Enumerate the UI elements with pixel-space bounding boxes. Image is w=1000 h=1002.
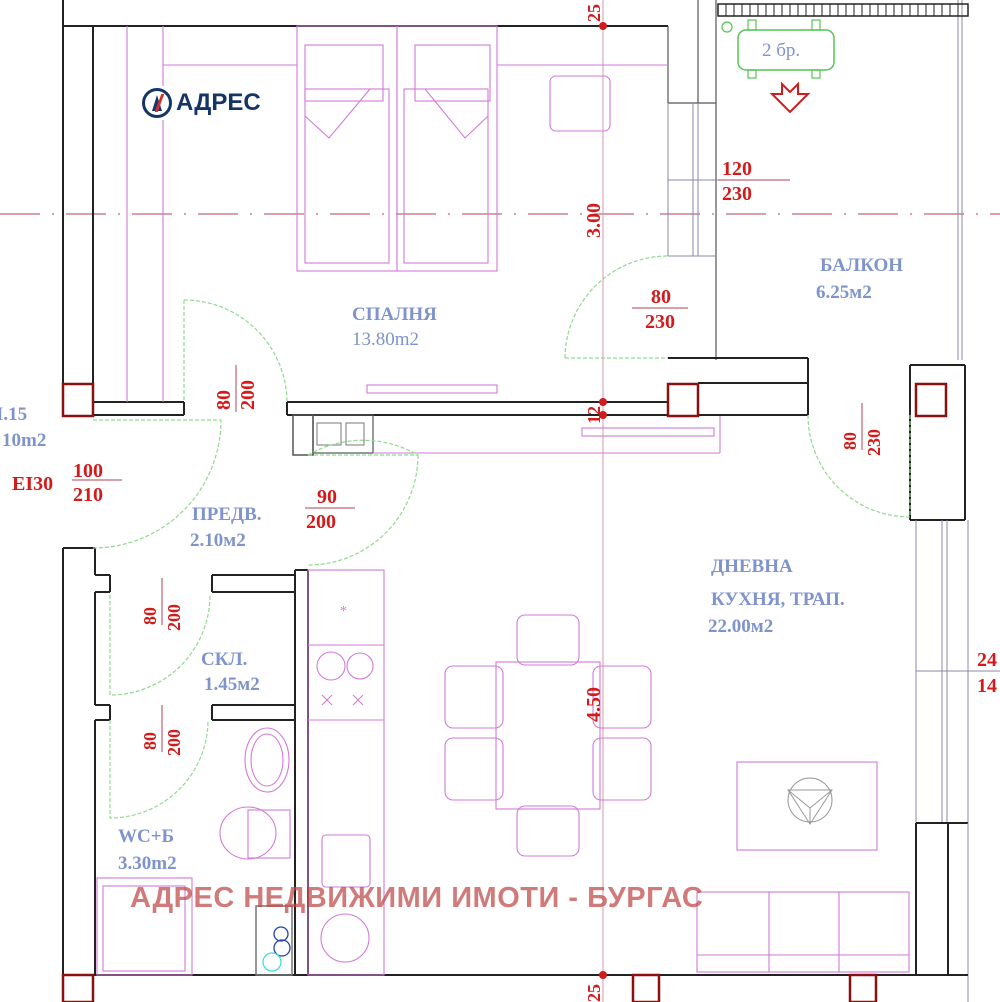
- bedroom-door-width: 80: [213, 390, 235, 410]
- bedroom-door-height: 200: [237, 380, 259, 410]
- living-depth-dimension: 4.50: [583, 687, 605, 722]
- living-window-width: 24: [977, 649, 997, 671]
- living-door-height: 200: [306, 511, 336, 533]
- furniture: *: [96, 19, 910, 976]
- balcony-window-width: 120: [722, 158, 752, 180]
- room-living-area: 22.00м2: [708, 616, 773, 637]
- bathroom-door-height: 200: [164, 729, 184, 756]
- bedroom-balcony-door-height: 230: [645, 311, 675, 333]
- dimensions: 120 230 80 230 80 200 EI30 100 210 90 20…: [12, 4, 997, 1002]
- room-labels: СПАЛНЯ 13.80m2 БАЛКОН 6.25м2 ПРЕДВ. 2.10…: [0, 255, 903, 874]
- room-storage-area: 1.45м2: [204, 674, 260, 695]
- room-partial-area: 10m2: [2, 430, 46, 451]
- room-bathroom-area: 3.30m2: [118, 853, 177, 874]
- room-bathroom-name: WC+Б: [118, 826, 174, 847]
- storage-door-height: 200: [164, 604, 184, 631]
- balcony-window-height: 230: [722, 183, 752, 205]
- storage-door-width: 80: [140, 607, 160, 625]
- bathroom-door-width: 80: [140, 732, 160, 750]
- svg-text:*: *: [340, 604, 347, 619]
- logo-text: АДРЕС: [176, 89, 261, 116]
- entrance-door-width: 100: [73, 460, 103, 482]
- room-bedroom-name: СПАЛНЯ: [352, 304, 437, 325]
- entrance-door-height: 210: [73, 484, 103, 506]
- bottom-wall-dimension: 25: [584, 984, 604, 1002]
- door-swings: [92, 255, 911, 819]
- room-living-name-2: КУХНЯ, ТРАП.: [711, 589, 845, 610]
- adres-logo-icon: [142, 88, 172, 118]
- room-partial-name: I.15: [0, 404, 27, 425]
- entrance-door-rating: EI30: [12, 473, 53, 495]
- structural-columns: [61, 382, 948, 1002]
- partition-dimension: 12: [584, 406, 604, 424]
- living-door-width: 90: [317, 486, 337, 508]
- room-storage-name: СКЛ.: [201, 649, 247, 670]
- room-hall-name: ПРЕДВ.: [192, 504, 262, 525]
- walls: [62, 0, 1000, 1002]
- top-wall-dimension: 25: [584, 4, 604, 22]
- bedroom-balcony-door-width: 80: [651, 286, 671, 308]
- balcony-furniture-label: 2 бр.: [762, 40, 800, 61]
- living-window-height: 14: [977, 675, 997, 697]
- room-hall-area: 2.10м2: [190, 530, 246, 551]
- company-logo: АДРЕС: [138, 86, 265, 120]
- room-balcony-name: БАЛКОН: [820, 255, 903, 276]
- room-balcony-area: 6.25м2: [816, 282, 872, 303]
- living-balcony-door-width: 80: [840, 432, 860, 450]
- living-balcony-door-height: 230: [864, 429, 884, 456]
- bedroom-depth-dimension: 3.00: [583, 203, 605, 238]
- axis-markers: [599, 22, 607, 979]
- room-bedroom-area: 13.80m2: [352, 329, 419, 350]
- watermark-text: АДРЕС НЕДВИЖИМИ ИМОТИ - БУРГАС: [130, 882, 704, 914]
- room-living-name-1: ДНЕВНА: [711, 556, 793, 577]
